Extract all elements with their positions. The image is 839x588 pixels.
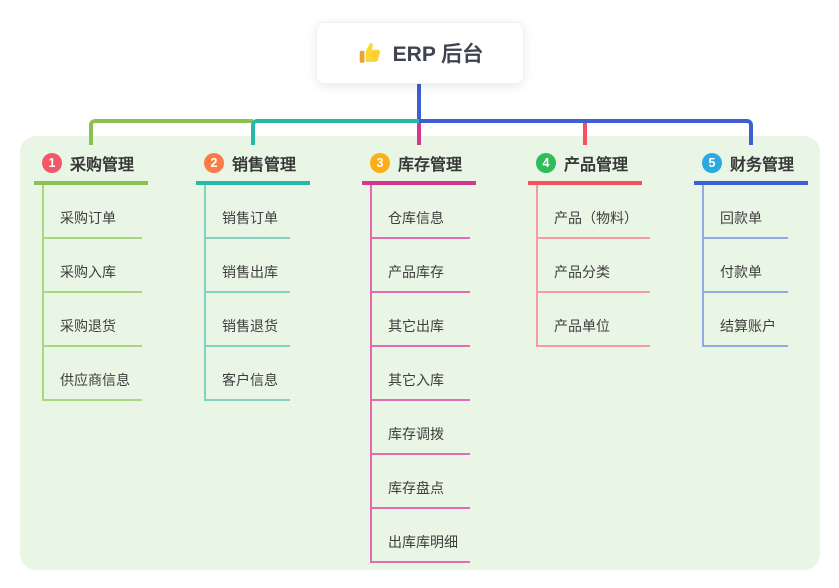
branch-inventory-children: 仓库信息 产品库存 其它出库 其它入库 库存调拨 库存盘点 出库库明细 — [370, 185, 470, 563]
branch-sales-children: 销售订单 销售出库 销售退货 客户信息 — [204, 185, 290, 401]
branch-sales-label: 销售管理 — [232, 157, 297, 174]
root-title: ERP 后台 — [392, 43, 484, 66]
branch-product-title[interactable]: 4 产品管理 — [528, 151, 642, 185]
node-product-material[interactable]: 产品（物料） — [538, 185, 650, 239]
branch-finance: 5 财务管理 回款单 付款单 结算账户 — [694, 151, 808, 347]
badge-5: 5 — [702, 153, 722, 173]
branch-sales: 2 销售管理 销售订单 销售出库 销售退货 客户信息 — [196, 151, 310, 401]
connector-branch1 — [89, 119, 253, 145]
node-stock-count[interactable]: 库存盘点 — [372, 455, 470, 509]
node-settlement-account[interactable]: 结算账户 — [704, 293, 788, 347]
branch-product-label: 产品管理 — [564, 157, 629, 174]
node-sales-return[interactable]: 销售退货 — [206, 293, 290, 347]
branch-product-children: 产品（物料） 产品分类 产品单位 — [536, 185, 650, 347]
branch-finance-label: 财务管理 — [730, 157, 795, 174]
node-product-stock[interactable]: 产品库存 — [372, 239, 470, 293]
branch-purchase-title[interactable]: 1 采购管理 — [34, 151, 148, 185]
branch-finance-title[interactable]: 5 财务管理 — [694, 151, 808, 185]
thumbs-up-icon — [357, 40, 383, 66]
node-other-inbound[interactable]: 其它入库 — [372, 347, 470, 401]
connector-branch3 — [417, 123, 421, 145]
branch-product: 4 产品管理 产品（物料） 产品分类 产品单位 — [528, 151, 650, 347]
connector-branch4 — [583, 123, 587, 145]
node-receipt-doc[interactable]: 回款单 — [704, 185, 788, 239]
badge-4: 4 — [536, 153, 556, 173]
connector-branch5 — [419, 119, 753, 145]
root-node[interactable]: ERP 后台 — [316, 22, 524, 84]
branch-sales-title[interactable]: 2 销售管理 — [196, 151, 310, 185]
branch-purchase-label: 采购管理 — [70, 157, 135, 174]
branch-finance-children: 回款单 付款单 结算账户 — [702, 185, 788, 347]
mindmap-panel — [20, 136, 820, 570]
node-sales-order[interactable]: 销售订单 — [206, 185, 290, 239]
branch-purchase: 1 采购管理 采购订单 采购入库 采购退货 供应商信息 — [34, 151, 148, 401]
badge-3: 3 — [370, 153, 390, 173]
badge-1: 1 — [42, 153, 62, 173]
node-purchase-return[interactable]: 采购退货 — [44, 293, 142, 347]
node-supplier-info[interactable]: 供应商信息 — [44, 347, 142, 401]
node-product-unit[interactable]: 产品单位 — [538, 293, 650, 347]
branch-inventory-label: 库存管理 — [398, 157, 463, 174]
node-stock-transfer[interactable]: 库存调拨 — [372, 401, 470, 455]
node-product-category[interactable]: 产品分类 — [538, 239, 650, 293]
branch-purchase-children: 采购订单 采购入库 采购退货 供应商信息 — [42, 185, 142, 401]
badge-2: 2 — [204, 153, 224, 173]
node-purchase-inbound[interactable]: 采购入库 — [44, 239, 142, 293]
node-other-outbound[interactable]: 其它出库 — [372, 293, 470, 347]
branch-inventory-title[interactable]: 3 库存管理 — [362, 151, 476, 185]
node-outbound-detail[interactable]: 出库库明细 — [372, 509, 470, 563]
connector-branch2 — [251, 119, 421, 145]
node-warehouse-info[interactable]: 仓库信息 — [372, 185, 470, 239]
branch-inventory: 3 库存管理 仓库信息 产品库存 其它出库 其它入库 库存调拨 库存盘点 出库库… — [362, 151, 476, 563]
root-stem-line — [417, 82, 421, 119]
node-customer-info[interactable]: 客户信息 — [206, 347, 290, 401]
node-payment-doc[interactable]: 付款单 — [704, 239, 788, 293]
node-sales-outbound[interactable]: 销售出库 — [206, 239, 290, 293]
node-purchase-order[interactable]: 采购订单 — [44, 185, 142, 239]
